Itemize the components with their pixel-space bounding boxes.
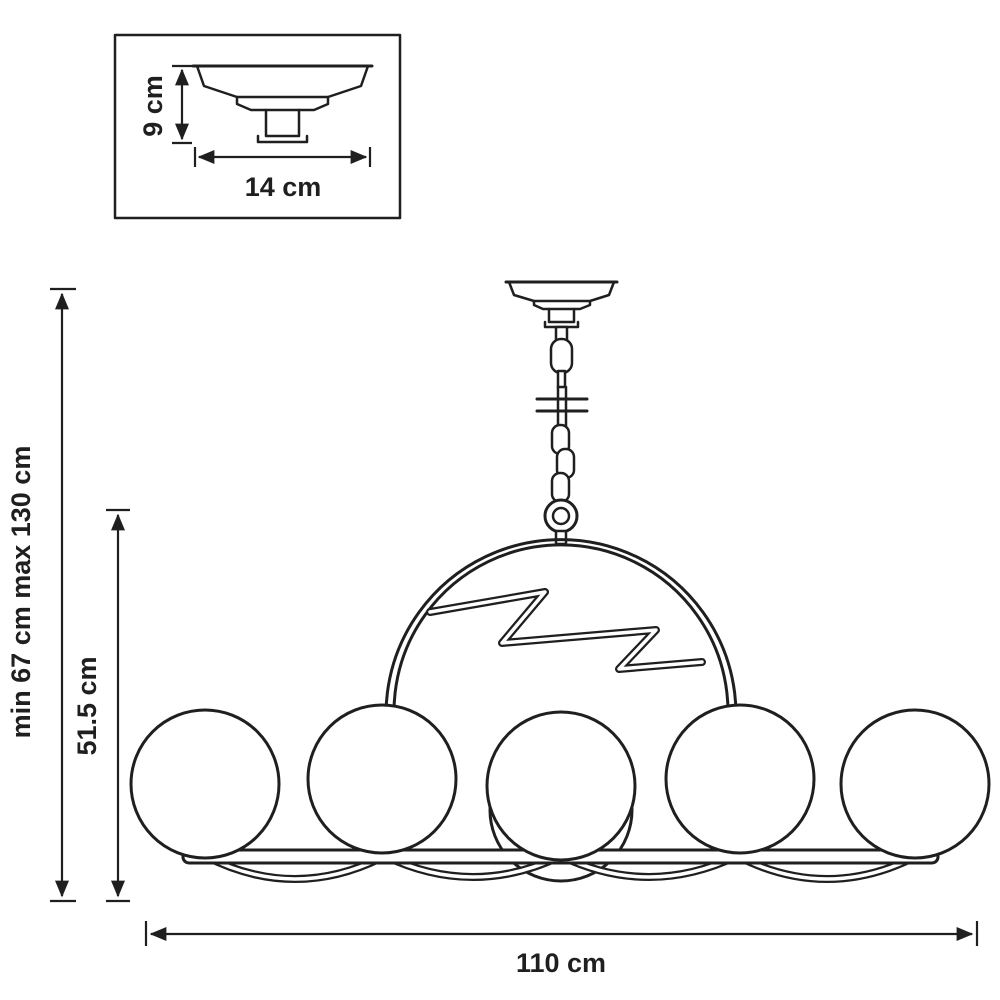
width-dimension: 110 cm [144,921,979,978]
canopy-side-view-drawing [191,64,374,144]
overall-height-dimension: min 67 cm max 130 cm [6,287,76,903]
globe-2 [306,703,458,855]
overall-height-dimension-label: min 67 cm max 130 cm [6,446,36,739]
canopy-detail-inset: 9 cm 14 cm [113,33,402,220]
globe-5 [839,708,991,860]
inset-border [113,33,402,220]
fixture-height-dimension: 51.5 cm [72,508,130,903]
chandelier-drawing [129,280,991,883]
inset-height-dimension: 9 cm [138,64,192,145]
inset-width-dimension-label: 14 cm [245,172,322,202]
wave-arms [201,852,921,883]
suspension-chain [535,325,589,546]
fixture-height-dimension-label: 51.5 cm [72,656,102,755]
globe-1 [129,708,281,860]
globe-4 [664,703,816,855]
ceiling-canopy [504,280,619,329]
hanging-ring [543,498,579,534]
width-dimension-label: 110 cm [516,948,606,978]
globe-3 [485,710,637,862]
inset-height-dimension-label: 9 cm [138,75,168,137]
glass-globes [129,703,991,862]
frame-arc [384,538,738,772]
zigzag-ornament [426,588,706,673]
inset-width-dimension: 14 cm [193,147,372,202]
